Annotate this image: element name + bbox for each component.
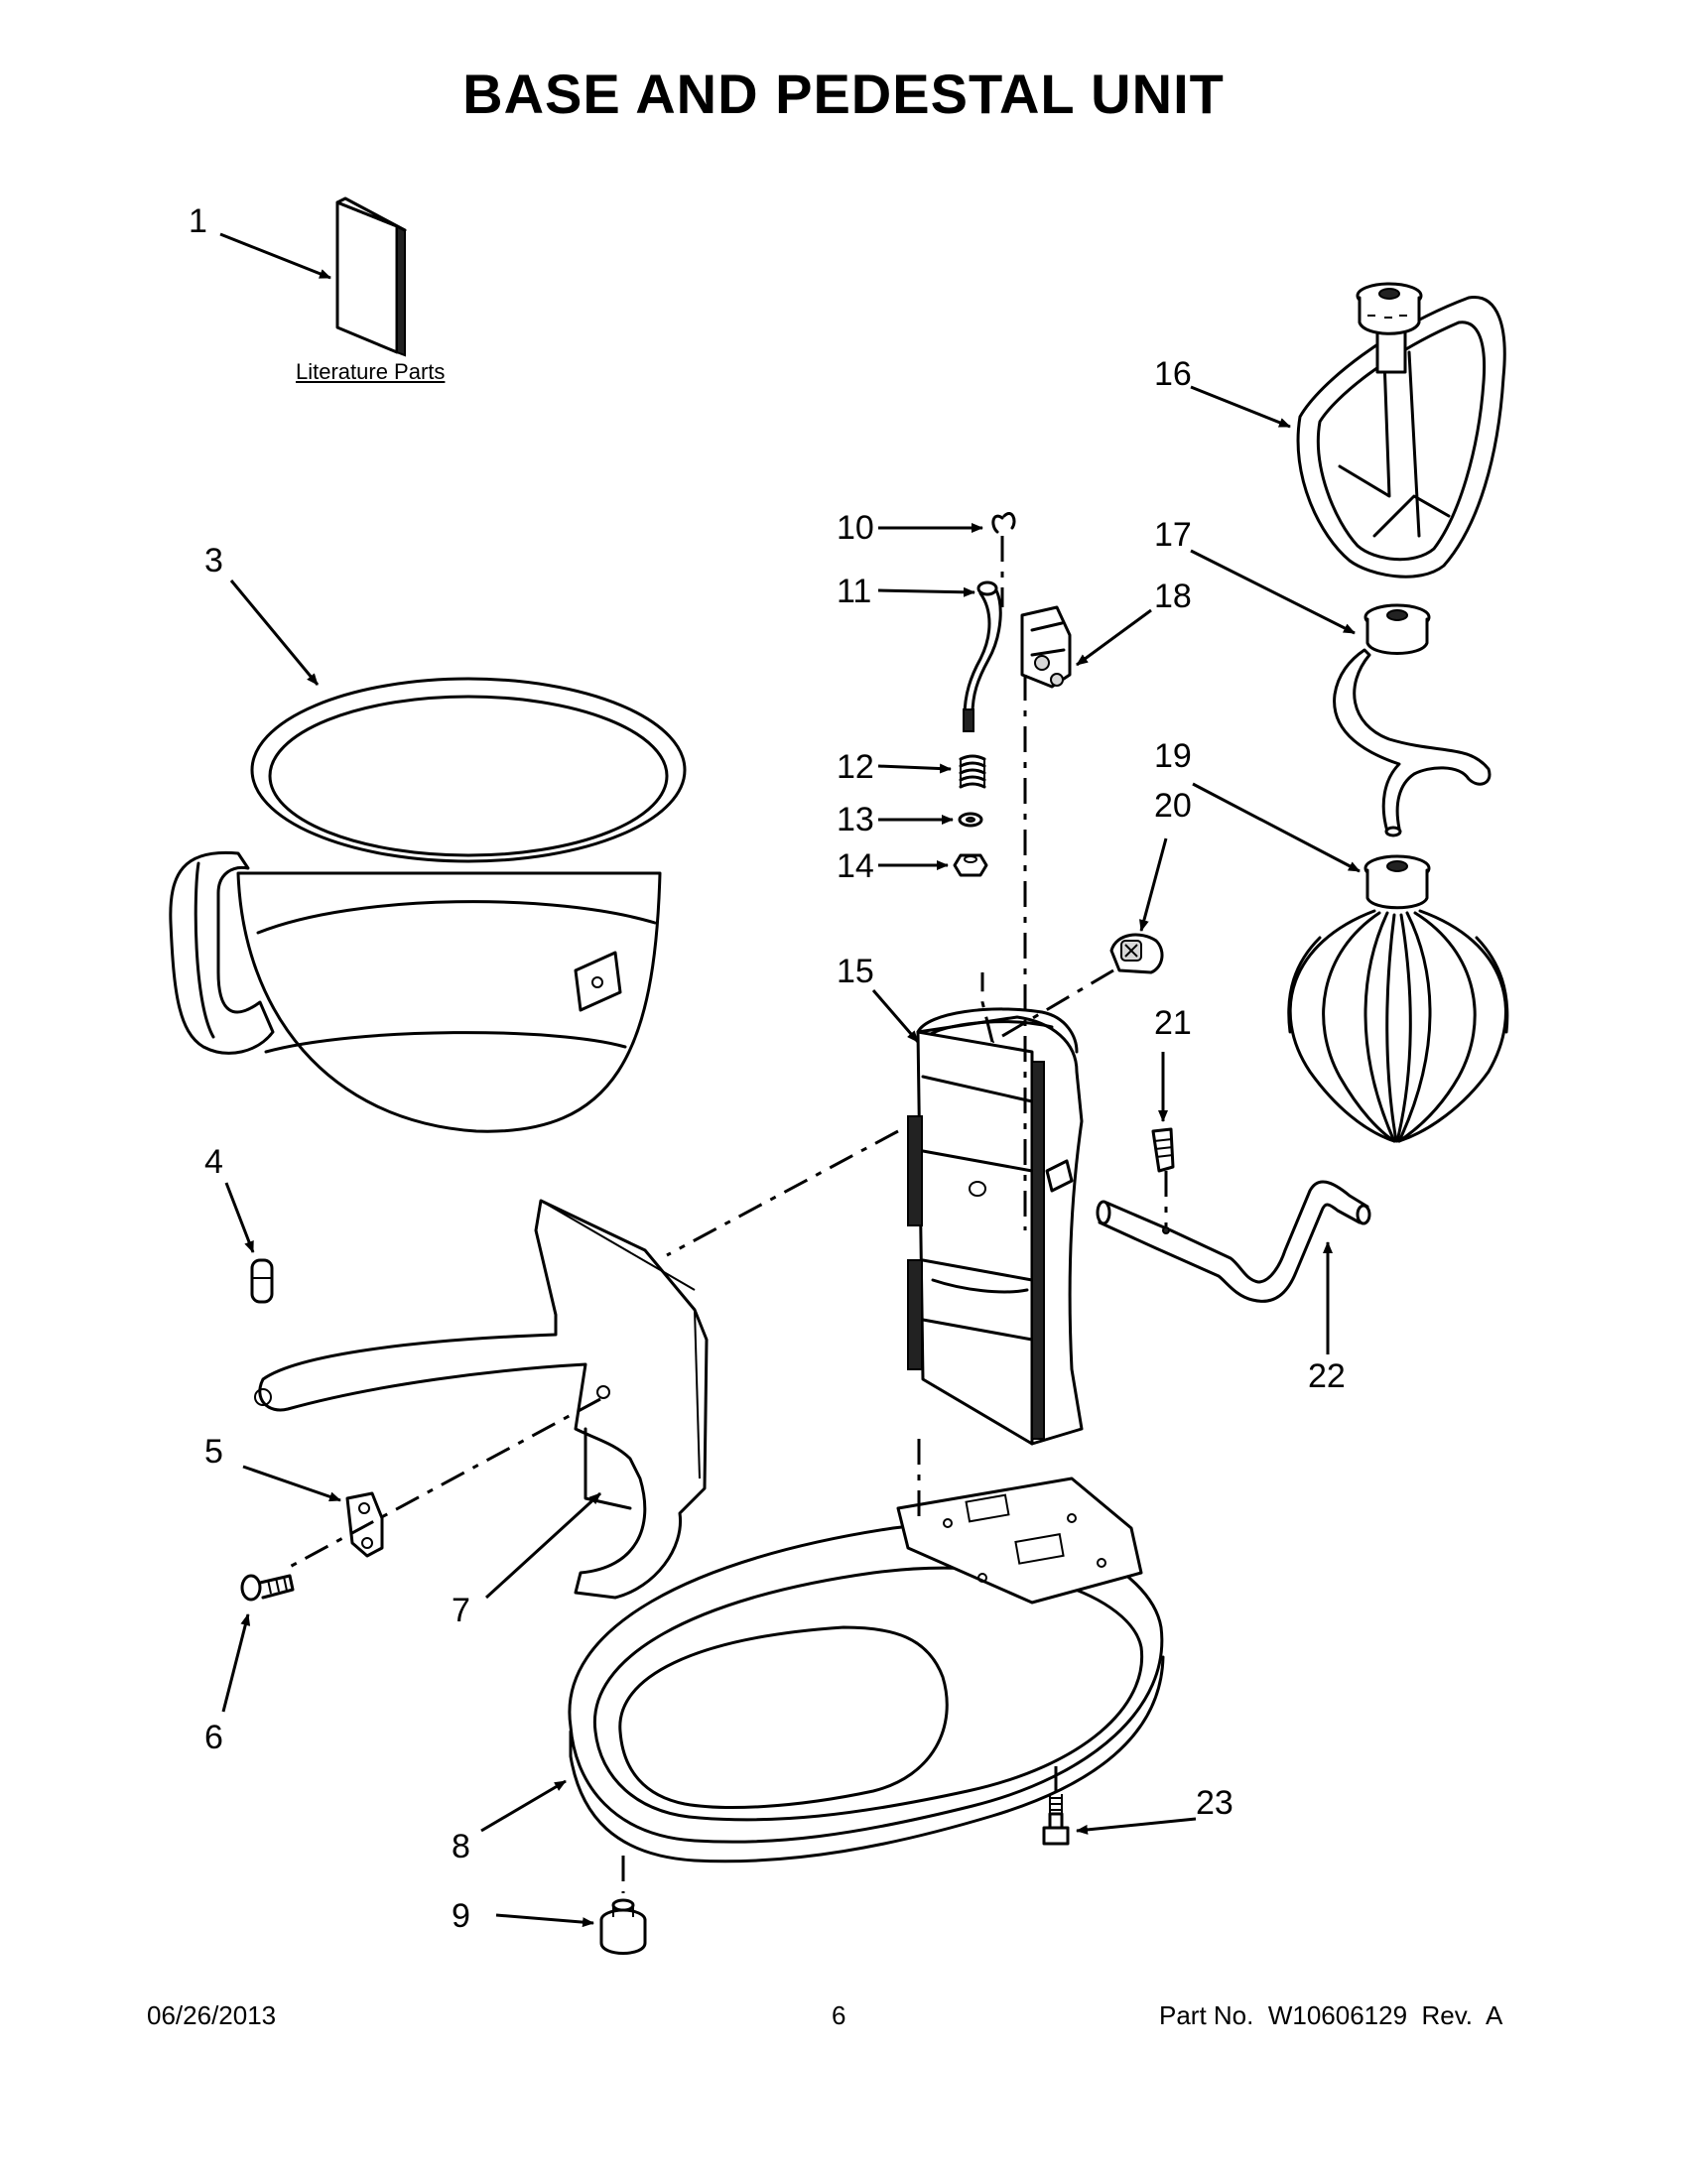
- footer-part-number: Part No. W10606129 Rev. A: [1159, 2000, 1503, 2030]
- callout-3: 3: [204, 542, 223, 579]
- hex-nut: [953, 853, 988, 877]
- flat-beater: [1296, 282, 1506, 578]
- callout-12: 12: [837, 748, 874, 786]
- set-screw: [1151, 1127, 1175, 1173]
- callout-13: 13: [837, 801, 874, 838]
- lock-knob: [1109, 933, 1164, 974]
- callout-21: 21: [1154, 1004, 1192, 1042]
- lift-bracket: [1020, 605, 1072, 689]
- callout-6: 6: [204, 1719, 223, 1756]
- callout-7: 7: [452, 1592, 470, 1629]
- base-screw: [1042, 1794, 1070, 1846]
- washer: [958, 812, 983, 828]
- callout-8: 8: [452, 1828, 470, 1865]
- callout-4: 4: [204, 1143, 223, 1181]
- footer-page-number: 6: [832, 2000, 846, 2030]
- callout-11: 11: [837, 573, 872, 610]
- dough-hook: [1333, 603, 1492, 837]
- mixer-base: [568, 1477, 1165, 1863]
- callout-16: 16: [1154, 355, 1192, 393]
- callout-18: 18: [1154, 578, 1192, 615]
- callout-20: 20: [1154, 787, 1192, 825]
- callout-17: 17: [1154, 516, 1192, 554]
- callout-19: 19: [1154, 737, 1192, 775]
- callout-15: 15: [837, 953, 874, 990]
- leader-arrows: [219, 232, 1361, 1928]
- crank-handle: [1096, 1180, 1371, 1303]
- mixing-bowl: [169, 677, 687, 1133]
- spring: [959, 754, 986, 789]
- literature-parts-label: Literature Parts: [296, 359, 446, 384]
- footer-date: 06/26/2013: [147, 2000, 277, 2030]
- pedestal-column: [907, 1007, 1084, 1446]
- wire-whip: [1287, 854, 1509, 1143]
- page-title: BASE AND PEDESTAL UNIT: [462, 63, 1225, 125]
- retaining-clip: [991, 512, 1016, 534]
- lift-rod: [963, 580, 1002, 732]
- callout-5: 5: [204, 1433, 223, 1471]
- rubber-foot: [599, 1898, 647, 1955]
- bowl-support: [254, 1199, 709, 1600]
- callout-23: 23: [1196, 1784, 1233, 1822]
- callout-10: 10: [837, 509, 874, 547]
- screw: [240, 1574, 295, 1602]
- callout-1: 1: [189, 202, 207, 240]
- callout-9: 9: [452, 1897, 470, 1935]
- literature-booklet: [335, 196, 407, 357]
- callout-14: 14: [837, 847, 874, 885]
- callout-22: 22: [1308, 1357, 1346, 1395]
- bowl-pin: [250, 1258, 274, 1304]
- assembly-lines: [287, 536, 1168, 1893]
